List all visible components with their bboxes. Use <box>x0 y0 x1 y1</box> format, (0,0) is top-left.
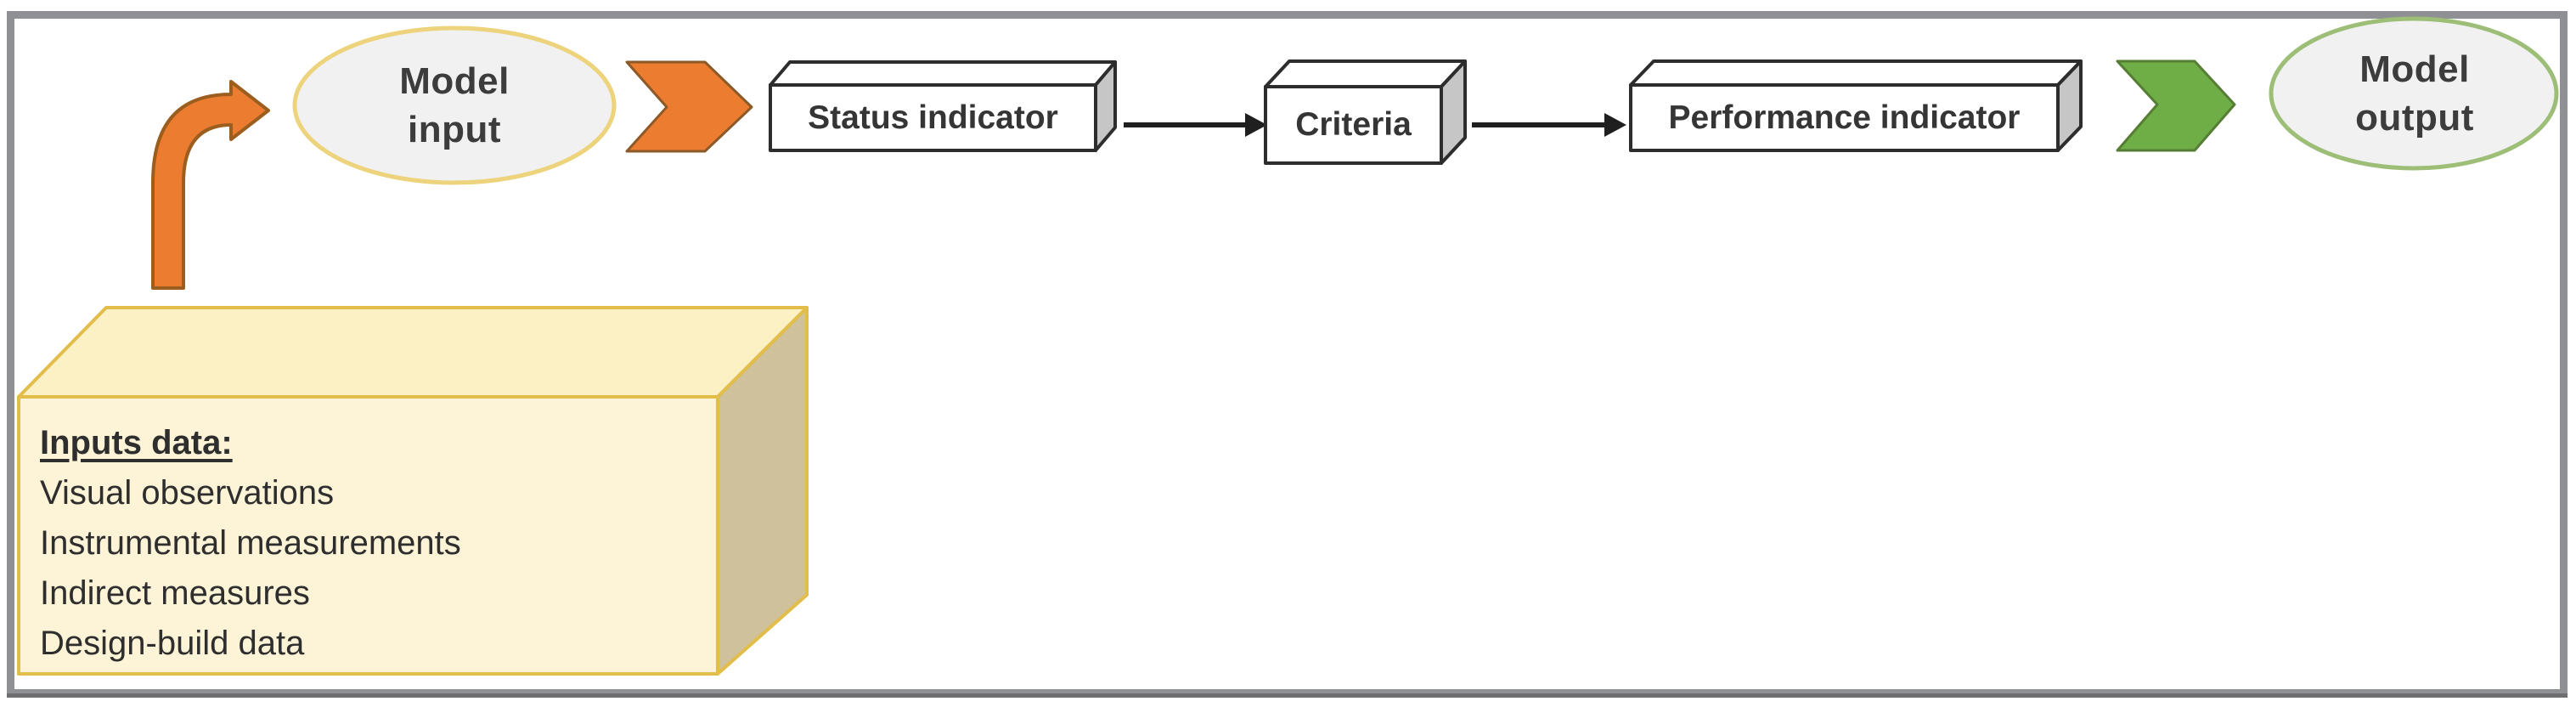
inputs-data-item: Design-build data <box>40 625 305 662</box>
status-box-top-face <box>769 60 1117 87</box>
inputs-data-box-3d <box>17 306 809 676</box>
model-input-label: Model input <box>295 28 614 183</box>
curved-up-arrow-icon <box>151 80 270 290</box>
inputs-box-front-face <box>17 395 719 676</box>
performance-box-top-face <box>1629 59 2083 87</box>
orange-chevron-arrow-icon <box>625 60 753 153</box>
connector-arrow-1-icon <box>1124 113 1267 137</box>
status-box-front-face <box>769 83 1097 152</box>
diagram-frame-bottom-edge <box>7 693 2568 698</box>
performance-indicator-label: Performance indicator <box>1668 99 2021 136</box>
criteria-box-top-face <box>1264 59 1467 88</box>
criteria-box-3d <box>1264 59 1467 165</box>
inputs-data-item: Visual observations <box>40 474 335 512</box>
criteria-box-front-face <box>1264 85 1443 165</box>
model-input-ellipse <box>292 25 617 185</box>
inputs-data-title: Inputs data: <box>40 424 233 461</box>
performance-indicator-box-3d <box>1629 59 2083 152</box>
model-output-label-line2: output <box>2355 97 2474 139</box>
diagram-frame <box>7 11 2568 697</box>
model-input-label-line2: input <box>407 109 501 150</box>
inputs-box-top-face <box>17 306 809 399</box>
inputs-data-text-block: Inputs data: Visual observations Instrum… <box>40 418 694 669</box>
status-indicator-box-3d <box>769 60 1117 152</box>
performance-box-front-face <box>1629 83 2060 152</box>
connector-arrow-2-icon <box>1472 113 1626 137</box>
status-indicator-label: Status indicator <box>808 99 1058 136</box>
model-output-label-line1: Model <box>2359 48 2470 90</box>
model-output-label: Model output <box>2273 20 2556 167</box>
inputs-data-item: Indirect measures <box>40 574 310 612</box>
green-chevron-arrow-icon <box>2116 59 2236 152</box>
inputs-data-item: Instrumental measurements <box>40 524 461 562</box>
model-input-label-line1: Model <box>399 60 510 102</box>
model-output-ellipse <box>2269 16 2559 171</box>
criteria-label: Criteria <box>1295 106 1412 143</box>
